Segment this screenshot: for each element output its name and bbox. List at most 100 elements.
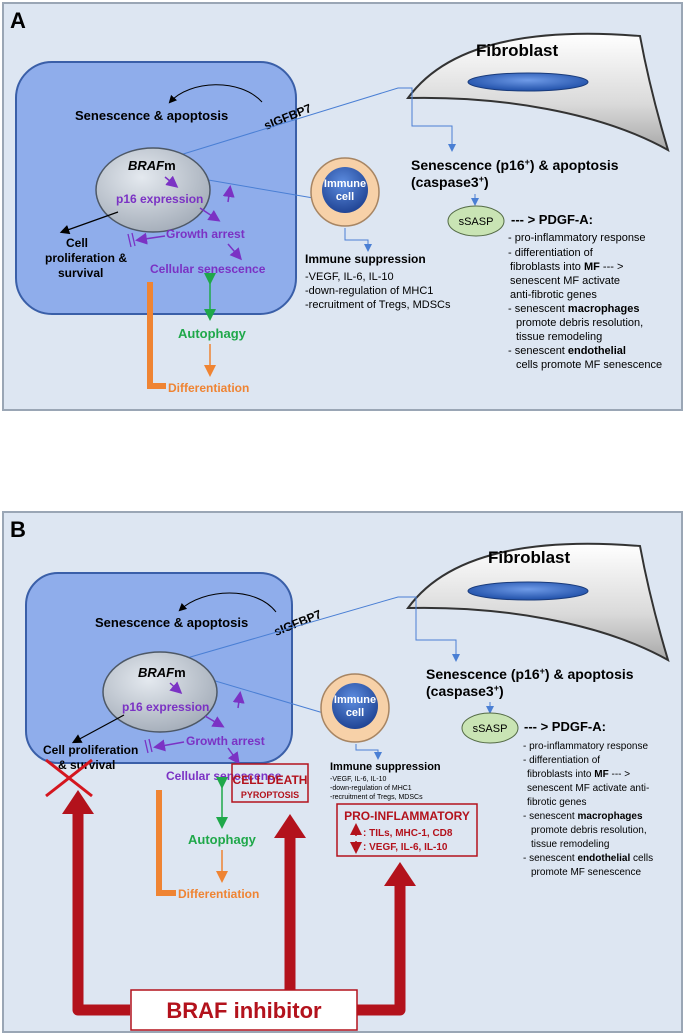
p16-to-growth-arrow-b (204, 715, 225, 728)
braf-to-p16-arrow-b (169, 681, 183, 695)
cell-proliferation-line-1: Cell (66, 236, 88, 250)
fibroblast-senescence-label-b: Senescence (p16+) & apoptosis (426, 666, 634, 682)
pdgf-item-2c: senescent MF activate (510, 275, 620, 287)
cell-death-box (231, 763, 309, 803)
pdgf-item-1: - pro-inflammatory response (508, 232, 646, 244)
braf-to-p16-arrow (164, 175, 179, 188)
pdgf-item-2b-b: fibroblasts into MF --- > (527, 769, 630, 780)
cellular-senescence-label-b: Cellular senescence (166, 769, 282, 783)
braf-to-proliferation-arrow-b (71, 714, 125, 744)
inhibit-bar-b1 (144, 739, 149, 754)
cell-proliferation-line-2: proliferation & (45, 251, 127, 265)
pdgf-item-3b-b: promote debris resolution, (531, 825, 647, 836)
ssasp-label: sSASP (459, 216, 494, 228)
pdgf-item-4a-b: - senescent endothelial cells (523, 853, 653, 864)
braf-inhibitor-arrow-left-shaft (72, 812, 130, 1016)
feedback-up-arrow (222, 185, 235, 203)
fibroblast-label-b: Fibroblast (488, 548, 571, 567)
pdgf-item-2a-b: - differentiation of (523, 755, 600, 766)
cell-proliferation-line-1-b: Cell proliferation (43, 743, 138, 757)
cell-death-label: CELL DEATH (233, 773, 308, 787)
braf-inhibitor-box (130, 989, 358, 1031)
autophagy-label: Autophagy (178, 326, 247, 341)
immune-to-suppression-arrow-b (355, 744, 382, 760)
panel-a-label: A (10, 8, 26, 33)
immune-suppression-item-1-b: -VEGF, IL-6, IL-10 (330, 776, 387, 783)
growth-arrest-inhibit-arrow-b (153, 739, 185, 752)
panel-b: B Fibroblast Senescence & apoptosis sIGF… (2, 511, 683, 1033)
growth-arrest-inhibit-arrow (135, 232, 166, 245)
immune-suppression-item-3: -recruitment of Tregs, MDSCs (305, 299, 451, 311)
fibroblast-nucleus (467, 72, 589, 92)
panel-a: A Fibroblast Senescence & apoptosis sIGF… (2, 2, 683, 411)
pdgf-item-4b-b: promote MF senescence (531, 867, 641, 878)
ssasp-ellipse-b (461, 712, 519, 744)
differentiation-label-b: Differentiation (178, 887, 259, 901)
pyroptosis-label: PYROPTOSIS (241, 790, 299, 800)
immune-cell-core-b (332, 683, 378, 729)
orange-bracket-b (156, 790, 176, 896)
sigfbp7-to-fibroblast-arrow-b (179, 596, 460, 662)
fibroblast-senescence-label: Senescence (p16+) & apoptosis (411, 157, 619, 173)
cellular-senescence-label: Cellular senescence (150, 262, 266, 276)
pdgf-label-b: --- > PDGF-A: (524, 719, 606, 734)
immune-suppression-item-3-b: -recruitment of Tregs, MDSCs (330, 794, 423, 801)
fibroblast-label: Fibroblast (476, 41, 559, 60)
growth-to-senescence-arrow-b (227, 747, 240, 765)
braf-inhibitor-arrow-middle-head (274, 814, 306, 838)
braf-mutant-label-b: BRAFm (138, 665, 186, 680)
growth-arrest-label-b: Growth arrest (186, 734, 265, 748)
braf-inhibitor-arrow-left-head (62, 790, 94, 814)
ssasp-label-b: sSASP (473, 723, 508, 735)
braf-inhibitor-arrow-right-shaft (357, 884, 406, 1016)
inhibit-bar-b2 (148, 738, 153, 753)
braf-mutant-label: BRAFm (128, 158, 176, 173)
p16-expression-label: p16 expression (116, 192, 203, 206)
feedback-up-arrow-b (232, 691, 245, 709)
sigfbp7-to-fibroblast-arrow (179, 87, 456, 156)
pdgf-item-2d: anti-fibrotic genes (510, 289, 597, 301)
braf-inhibitor-arrow-right-head (384, 862, 416, 886)
immune-cell-core (322, 167, 368, 213)
pdgf-item-2b: fibroblasts into MF --- > (510, 261, 623, 273)
immune-suppression-item-2: -down-regulation of MHC1 (305, 285, 433, 297)
pro-inflammatory-label: PRO-INFLAMMATORY (344, 809, 470, 823)
pdgf-item-4b: cells promote MF senescence (516, 359, 662, 371)
braf-inhibitor-label: BRAF inhibitor (166, 998, 322, 1023)
growth-to-senescence-arrow (227, 243, 242, 261)
caspase-label: (caspase3+) (411, 174, 489, 190)
pdgf-item-3c: tissue remodeling (516, 331, 602, 343)
cell-proliferation-line-3: survival (58, 266, 103, 280)
pro-inflammatory-up: : TILs, MHC-1, CD8 (363, 828, 453, 839)
p16-expression-label-b: p16 expression (122, 700, 209, 714)
pdgf-item-3a-b: - senescent macrophages (523, 811, 643, 822)
pro-inflammatory-box (336, 803, 478, 857)
pro-inflammatory-down: : VEGF, IL-6, IL-10 (363, 842, 448, 853)
immune-suppression-item-1: -VEGF, IL-6, IL-10 (305, 271, 394, 283)
senescence-apoptosis-label-b: Senescence & apoptosis (95, 615, 248, 630)
differentiation-label: Differentiation (168, 381, 249, 395)
pdgf-label: --- > PDGF-A: (511, 212, 593, 227)
immune-suppression-item-2-b: -down-regulation of MHC1 (330, 785, 412, 792)
caspase-label-b: (caspase3+) (426, 683, 504, 699)
pdgf-item-3c-b: tissue remodeling (531, 839, 609, 850)
pdgf-item-2d-b: fibrotic genes (527, 797, 586, 808)
braf-to-proliferation-arrow (59, 211, 119, 235)
tumor-nucleus (95, 147, 211, 233)
fibroblast-nucleus-b (467, 581, 589, 601)
autocrine-arrow (168, 84, 263, 104)
pdgf-item-2c-b: senescent MF activate anti- (527, 783, 649, 794)
immune-suppression-label: Immune suppression (305, 252, 426, 266)
panel-b-label: B (10, 517, 26, 542)
growth-arrest-label: Growth arrest (166, 227, 245, 241)
pdgf-item-1-b: - pro-inflammatory response (523, 741, 648, 752)
fibroblast-cell-b (406, 542, 670, 663)
immune-suppression-label-b: Immune suppression (330, 761, 441, 773)
inhibit-bar-1 (127, 233, 132, 248)
orange-bracket (147, 282, 166, 389)
pdgf-item-2a: - differentiation of (508, 247, 594, 259)
immune-to-suppression-arrow (344, 228, 372, 252)
fibroblast-cell (406, 32, 670, 153)
